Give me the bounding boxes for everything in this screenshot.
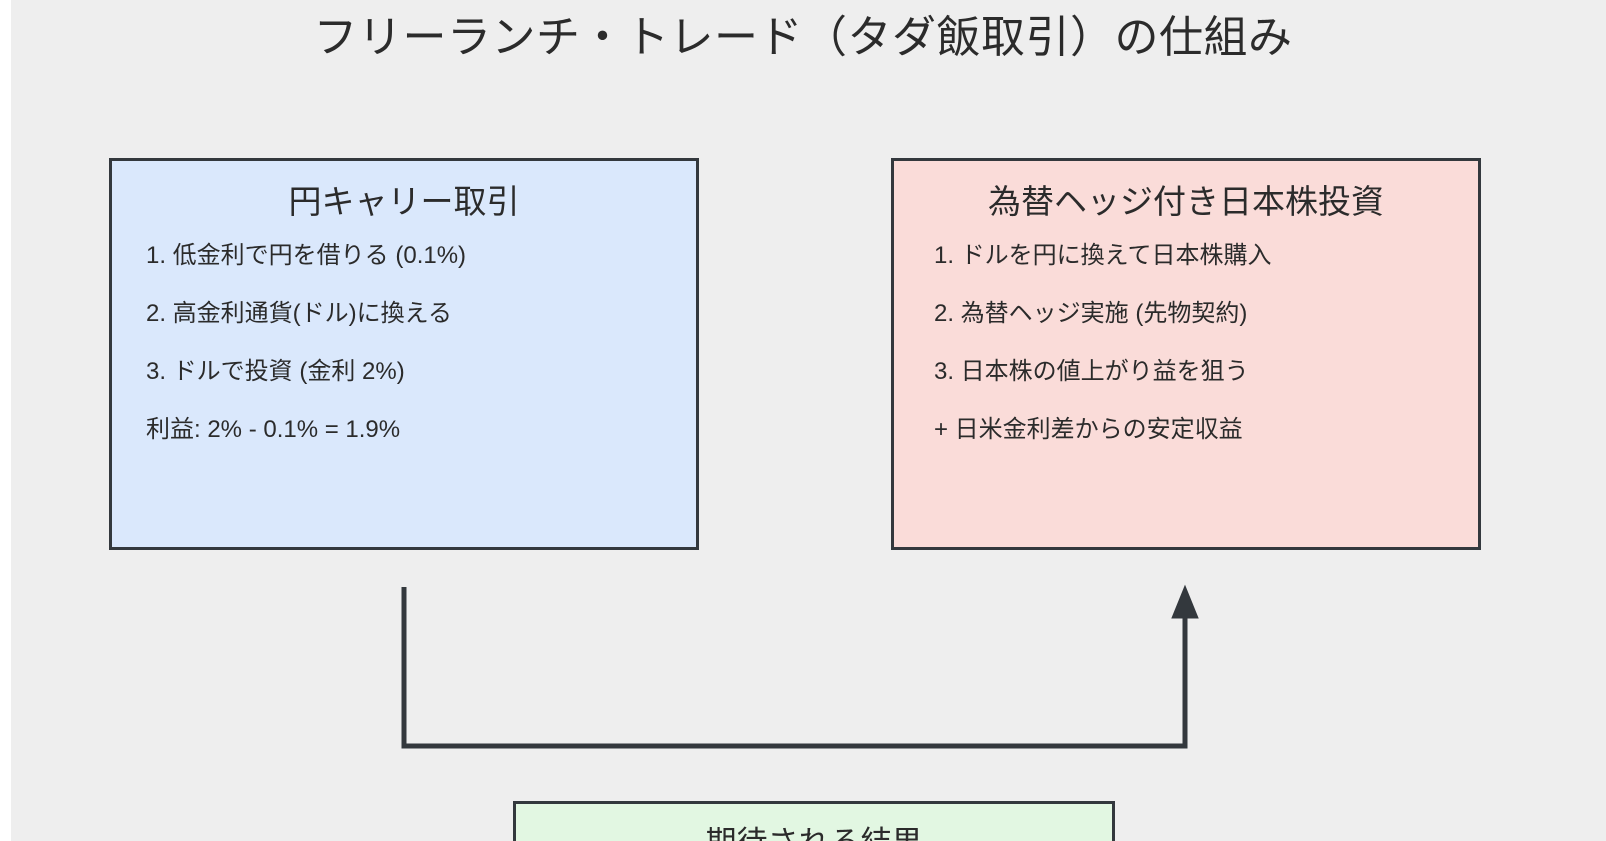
node-carry-trade-line-1: 1. 低金利で円を借りる (0.1%) — [146, 242, 467, 269]
node-hedged-equity-title: 為替ヘッジ付き日本株投資 — [988, 183, 1384, 220]
connector-path — [401, 587, 1188, 749]
node-hedged-equity-line-2: 2. 為替ヘッジ実施 (先物契約) — [934, 300, 1248, 327]
node-hedged-equity-lines: 1. ドルを円に換えて日本株購入 2. 為替ヘッジ実施 (先物契約) 3. 日本… — [894, 239, 1478, 446]
node-expected-result[interactable]: 期待される結果 — [513, 801, 1115, 841]
node-hedged-equity-line-3: 3. 日本株の値上がり益を狙う — [934, 358, 1249, 385]
node-hedged-equity[interactable]: 為替ヘッジ付き日本株投資 1. ドルを円に換えて日本株購入 2. 為替ヘッジ実施… — [891, 158, 1481, 550]
arrowhead-up-icon — [1171, 584, 1199, 619]
node-carry-trade[interactable]: 円キャリー取引 1. 低金利で円を借りる (0.1%) 2. 高金利通貨(ドル)… — [109, 158, 699, 550]
page-title: フリーランチ・トレード（タダ飯取引）の仕組み — [313, 13, 1293, 62]
node-carry-trade-line-3: 3. ドルで投資 (金利 2%) — [146, 358, 405, 385]
node-expected-result-title: 期待される結果 — [516, 822, 1112, 841]
node-hedged-equity-line-4: + 日米金利差からの安定収益 — [934, 416, 1243, 443]
node-carry-trade-lines: 1. 低金利で円を借りる (0.1%) 2. 高金利通貨(ドル)に換える 3. … — [112, 239, 696, 446]
node-carry-trade-line-2: 2. 高金利通貨(ドル)に換える — [146, 300, 452, 327]
node-carry-trade-title: 円キャリー取引 — [288, 183, 520, 220]
node-hedged-equity-line-1: 1. ドルを円に換えて日本株購入 — [934, 242, 1272, 269]
node-carry-trade-line-4: 利益: 2% - 0.1% = 1.9% — [146, 416, 401, 443]
left-gutter — [0, 0, 11, 841]
